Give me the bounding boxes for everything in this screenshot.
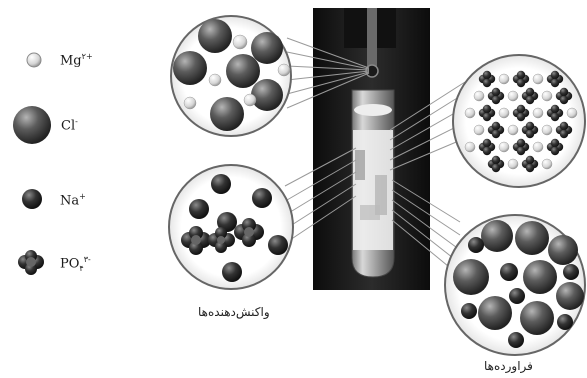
phosphate-atom [526,96,534,104]
phosphate-atom [492,122,500,130]
magnesium-ion [533,108,543,118]
phosphate-atom [483,139,491,147]
phosphate-atom [483,71,491,79]
magnesium-ion [542,91,552,101]
legend-na-icon [22,189,42,209]
magnesium-ion [508,125,518,135]
legend-mg-label: Mg۲+ [60,53,93,67]
legend-po-label: PO۴۳- [60,256,91,273]
phosphate-atom [483,147,491,155]
mg-charge: ۲+ [82,52,93,61]
legend-na-label: Na+ [60,193,86,207]
magnesium-ion [499,74,509,84]
phosphate-atom [492,88,500,96]
phosphate-atom [551,147,559,155]
reactants-caption: واکنش‌دهنده‌ها [198,305,270,319]
phosphate-atom [551,113,559,121]
phosphate-atom [551,139,559,147]
bubble-mg3po4-lattice [453,55,585,187]
phosphate-atom [483,105,491,113]
phosphate-atom [517,105,525,113]
na-symbol: Na [60,193,79,208]
magnesium-ion [465,142,475,152]
phosphate-atom [526,156,534,164]
bubble-nacl [445,215,585,355]
phosphate-atom [526,164,534,172]
phosphate-atom [517,71,525,79]
magnesium-ion [533,142,543,152]
phosphate-atom [526,122,534,130]
bubble-mgcl2 [171,16,291,136]
phosphate-atom [560,122,568,130]
magnesium-ion [499,142,509,152]
magnesium-ion [542,125,552,135]
magnesium-ion [567,108,577,118]
magnesium-ion [499,108,509,118]
magnesium-ion [465,108,475,118]
phosphate-atom [492,156,500,164]
cl-symbol: Cl [61,118,75,133]
phosphate-atom [517,113,525,121]
po-subscript: ۴ [79,264,83,273]
phosphate-atom [483,113,491,121]
phosphate-atom [560,96,568,104]
po-symbol: PO [60,256,79,271]
magnesium-ion [474,125,484,135]
magnesium-ion [533,74,543,84]
phosphate-atom [526,130,534,138]
bubble-na3po4 [169,165,293,289]
na-charge: + [79,192,86,201]
phosphate-atom [483,79,491,87]
phosphate-atom [560,88,568,96]
magnesium-ion [474,91,484,101]
phosphate-atom [551,71,559,79]
phosphate-atom [517,147,525,155]
po-charge: ۳- [84,255,91,264]
phosphate-atom [517,79,525,87]
magnesium-ion [508,91,518,101]
phosphate-atom [551,105,559,113]
phosphate-atom [492,96,500,104]
phosphate-atom [492,164,500,172]
phosphate-atom [517,139,525,147]
phosphate-atom [551,79,559,87]
legend-po-icon [18,250,44,275]
legend-mg-icon [27,53,41,67]
magnesium-ion [542,159,552,169]
phosphate-atom [492,130,500,138]
mg-symbol: Mg [60,53,82,68]
legend-cl-label: Cl- [61,118,78,132]
phosphate-atom [560,130,568,138]
cl-charge: - [75,117,78,126]
magnesium-ion [508,159,518,169]
legend-cl-icon [13,106,51,144]
products-caption: فراورده‌ها [484,359,533,373]
phosphate-atom [526,88,534,96]
